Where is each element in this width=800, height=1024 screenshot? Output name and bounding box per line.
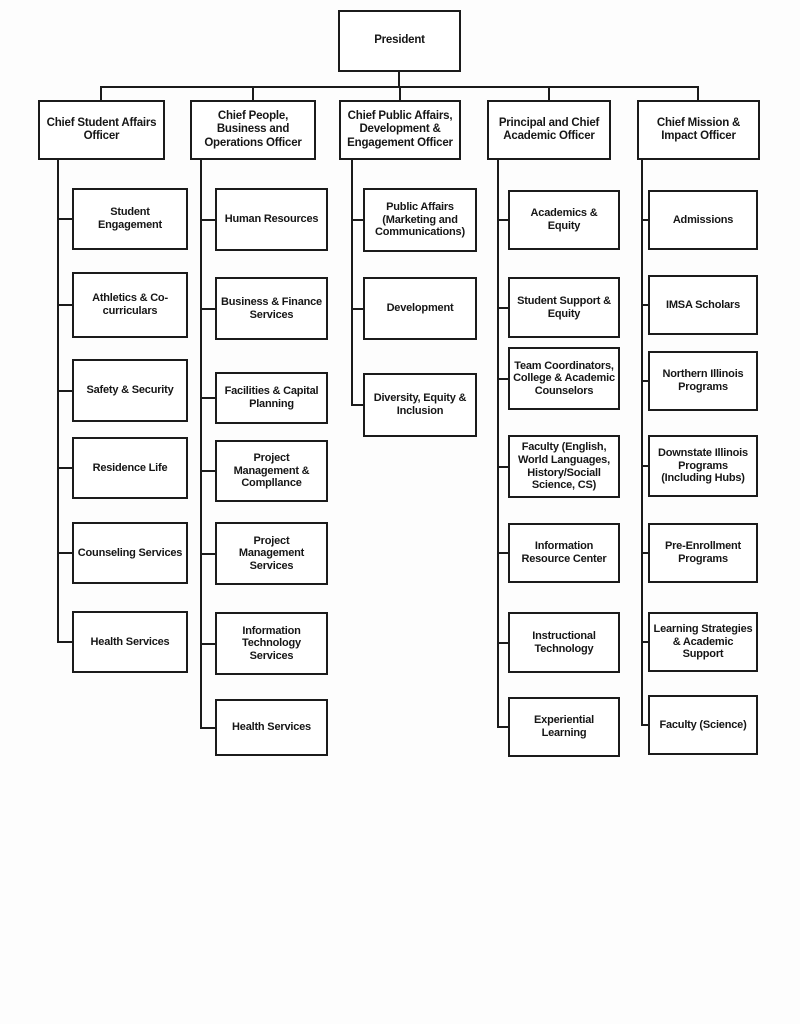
- dept-stub-line: [200, 727, 215, 729]
- dept-stub-line: [641, 380, 648, 382]
- org-node-dept-1-5: Information Technology Services: [215, 612, 328, 675]
- dept-stub-line: [57, 304, 72, 306]
- dept-stub-line: [497, 466, 508, 468]
- dept-stub-line: [351, 404, 363, 406]
- org-node-dept-2-2: Diversity, Equity & Inclusion: [363, 373, 477, 437]
- dept-stub-line: [200, 219, 215, 221]
- dept-stub-line: [200, 553, 215, 555]
- org-node-dept-0-0: Student Engagement: [72, 188, 188, 250]
- chief-stub-line: [252, 86, 254, 102]
- dept-stub-line: [57, 467, 72, 469]
- org-node-dept-3-3: Faculty (English, World Languages, Histo…: [508, 435, 620, 498]
- dept-stub-line: [200, 470, 215, 472]
- dept-stub-line: [57, 552, 72, 554]
- org-node-dept-1-0: Human Resources: [215, 188, 328, 251]
- dept-stub-line: [200, 397, 215, 399]
- dept-stub-line: [57, 641, 72, 643]
- dept-stub-line: [351, 219, 363, 221]
- chief-stub-line: [548, 86, 550, 102]
- dept-stub-line: [497, 642, 508, 644]
- branch-drop-line: [641, 160, 643, 726]
- dept-stub-line: [57, 218, 72, 220]
- org-node-dept-4-2: Northern Illinois Programs: [648, 351, 758, 411]
- org-node-dept-1-4: Project Management Services: [215, 522, 328, 585]
- dept-stub-line: [351, 308, 363, 310]
- org-node-dept-2-1: Development: [363, 277, 477, 340]
- org-node-dept-0-4: Counseling Services: [72, 522, 188, 584]
- org-node-chief-1: Chief People, Business and Operations Of…: [190, 100, 316, 160]
- org-node-president: President: [338, 10, 461, 72]
- branch-drop-line: [351, 160, 353, 406]
- dept-stub-line: [497, 378, 508, 380]
- org-node-dept-3-2: Team Coordinators, College & Academic Co…: [508, 347, 620, 410]
- chief-stub-line: [100, 86, 102, 102]
- org-node-dept-1-6: Health Services: [215, 699, 328, 756]
- branch-drop-line: [200, 160, 202, 729]
- org-node-chief-4: Chief Mission & Impact Officer: [637, 100, 760, 160]
- branch-drop-line: [497, 160, 499, 728]
- dept-stub-line: [497, 307, 508, 309]
- org-node-dept-0-2: Safety & Security: [72, 359, 188, 422]
- org-node-dept-3-5: Instructional Technology: [508, 612, 620, 673]
- dept-stub-line: [641, 724, 648, 726]
- dept-stub-line: [641, 219, 648, 221]
- org-node-chief-2: Chief Public Affairs, Development & Enga…: [339, 100, 461, 160]
- org-node-dept-4-0: Admissions: [648, 190, 758, 250]
- dept-stub-line: [641, 641, 648, 643]
- chief-stub-line: [399, 86, 401, 102]
- dept-stub-line: [641, 304, 648, 306]
- org-node-dept-0-3: Residence Life: [72, 437, 188, 499]
- org-node-dept-1-2: Facilities & Capital Planning: [215, 372, 328, 424]
- org-node-dept-3-6: Experiential Learning: [508, 697, 620, 757]
- dept-stub-line: [641, 552, 648, 554]
- org-node-chief-0: Chief Student Affairs Officer: [38, 100, 165, 160]
- dept-stub-line: [200, 308, 215, 310]
- org-node-dept-4-3: Downstate Illinois Programs (Including H…: [648, 435, 758, 497]
- org-node-dept-1-1: Business & Finance Services: [215, 277, 328, 340]
- org-node-dept-4-5: Learning Strategies & Academic Support: [648, 612, 758, 672]
- org-node-dept-0-1: Athletics & Co-curriculars: [72, 272, 188, 338]
- org-node-dept-4-4: Pre-Enrollment Programs: [648, 523, 758, 583]
- org-node-dept-4-1: IMSA Scholars: [648, 275, 758, 335]
- president-drop-line: [398, 72, 400, 88]
- org-node-dept-3-1: Student Support & Equity: [508, 277, 620, 338]
- org-node-dept-4-6: Faculty (Science): [648, 695, 758, 755]
- org-node-dept-3-4: Information Resource Center: [508, 523, 620, 583]
- org-node-chief-3: Principal and Chief Academic Officer: [487, 100, 611, 160]
- chief-stub-line: [697, 86, 699, 102]
- dept-stub-line: [57, 390, 72, 392]
- org-node-dept-1-3: Project Management & Compllance: [215, 440, 328, 502]
- branch-drop-line: [57, 160, 59, 643]
- dept-stub-line: [497, 552, 508, 554]
- dept-stub-line: [200, 643, 215, 645]
- org-node-dept-2-0: Public Affairs (Marketing and Communicat…: [363, 188, 477, 252]
- dept-stub-line: [497, 726, 508, 728]
- org-node-dept-3-0: Academics & Equity: [508, 190, 620, 250]
- org-node-dept-0-5: Health Services: [72, 611, 188, 673]
- dept-stub-line: [641, 465, 648, 467]
- dept-stub-line: [497, 219, 508, 221]
